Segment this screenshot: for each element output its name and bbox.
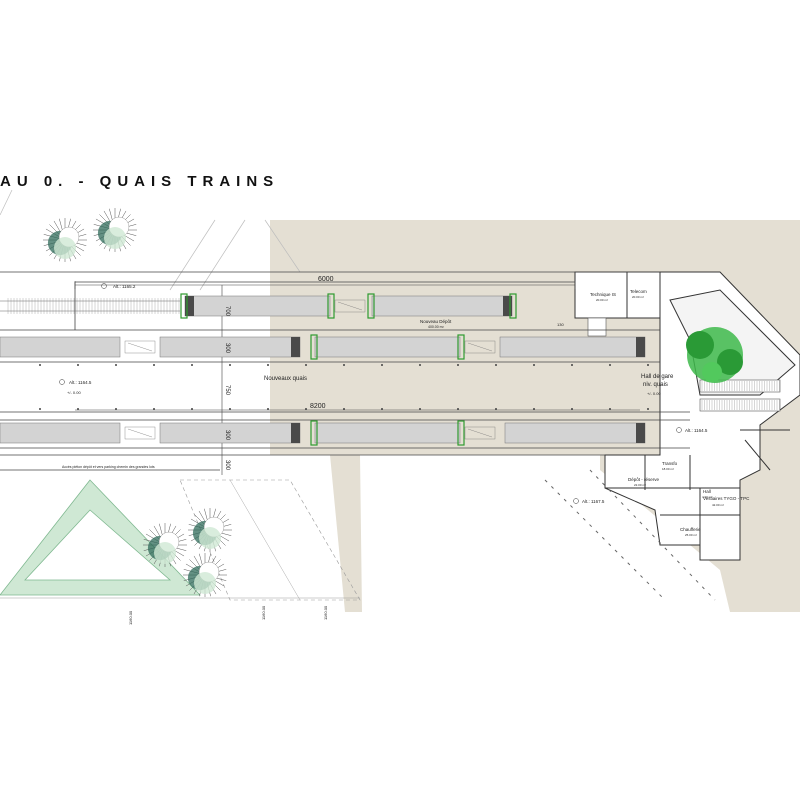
landscape-triangle	[0, 479, 361, 601]
room-vestiaires-area: 42.00 m²	[712, 503, 724, 507]
nouveaux-quais-label: Nouveaux quais	[264, 376, 307, 382]
dimension-lines	[74, 281, 640, 475]
platform-outlines	[0, 271, 690, 471]
coupling-gap	[334, 299, 366, 313]
coupling-gap	[464, 426, 496, 440]
dim-platform: 750	[224, 385, 230, 396]
level-markers	[59, 283, 682, 504]
room-depot-reserve-area: 22.00 m²	[634, 483, 646, 487]
train-car	[367, 293, 517, 319]
dim-track2: 300	[224, 343, 230, 354]
room-chaufferie: Chaufferie	[680, 527, 701, 532]
dim-bottom: 300	[224, 460, 230, 471]
room-chaufferie-area: 25.00 m²	[685, 533, 697, 537]
alt-left: Alt.: 1164.5	[69, 380, 92, 385]
room-hall-area: 4.00 m²	[702, 495, 712, 499]
train-car	[310, 334, 465, 360]
room-technique: Technique IS	[590, 292, 616, 297]
road-lines	[544, 469, 716, 601]
hall-label-2: niv. quais	[643, 382, 668, 388]
access-note: Accès piéton dépôt et vers parking chemi…	[62, 465, 155, 469]
train-car	[180, 293, 335, 319]
elevation-2: 1160.00	[261, 605, 266, 620]
room-telecom-area: 20.00 m²	[632, 295, 644, 299]
train-car	[310, 420, 465, 446]
alt-left-zero: +/- 0.00	[67, 390, 81, 395]
escalators	[587, 317, 781, 412]
site-lines	[0, 189, 301, 291]
trains	[0, 293, 646, 446]
train-car	[0, 422, 121, 444]
nouveau-depot-label: Nouveau Dépôt	[420, 319, 452, 324]
elevation-1: 1160.00	[128, 610, 133, 625]
alt-south: Alt.: 1167.5	[582, 499, 605, 504]
train-car	[499, 336, 646, 358]
tree-icon	[43, 218, 87, 262]
room-transfo-area: 18.00 m²	[662, 467, 674, 471]
room-technique-area: 20.00 m²	[596, 298, 608, 302]
tree-icon	[93, 208, 137, 252]
tree-icon	[183, 553, 227, 597]
plan-title: AU 0. - QUAIS TRAINS	[0, 173, 280, 190]
alt-right: Alt.: 1164.5	[685, 428, 708, 433]
coupling-gap	[124, 340, 156, 354]
nouveau-depot-area: 400.00 m²	[428, 325, 445, 329]
dim-small: 130	[557, 322, 564, 327]
platform-bollards	[39, 364, 649, 410]
train-car	[504, 422, 646, 444]
room-depot-reserve: Dépôt - réserve	[628, 477, 660, 482]
dim-top-length: 6000	[318, 276, 334, 283]
train-car	[159, 422, 301, 444]
track-rails	[0, 298, 180, 314]
elevation-3: 1160.00	[323, 605, 328, 620]
coupling-gap	[464, 340, 496, 354]
hall-label-1: Hall de gare	[641, 374, 674, 380]
hall-tree	[686, 327, 743, 383]
trees	[43, 208, 232, 597]
room-transfo: Transfo	[662, 461, 678, 466]
train-car	[159, 336, 301, 358]
dim-mid-length: 8200	[310, 403, 326, 410]
tree-icon	[188, 508, 232, 552]
coupling-gap	[124, 426, 156, 440]
tree-icon	[143, 523, 187, 567]
alt-right-zero: +/- 0.00	[647, 391, 661, 396]
room-telecom: Telecom	[630, 289, 647, 294]
room-vestiaires: Vestiaires TYGO - TPC	[703, 496, 750, 501]
dim-track1: 700	[224, 306, 230, 317]
alt-top: Alt.: 1165.2	[113, 284, 136, 289]
train-car	[0, 336, 121, 358]
dim-track3: 300	[224, 430, 230, 441]
room-hall: Hall	[703, 489, 711, 494]
